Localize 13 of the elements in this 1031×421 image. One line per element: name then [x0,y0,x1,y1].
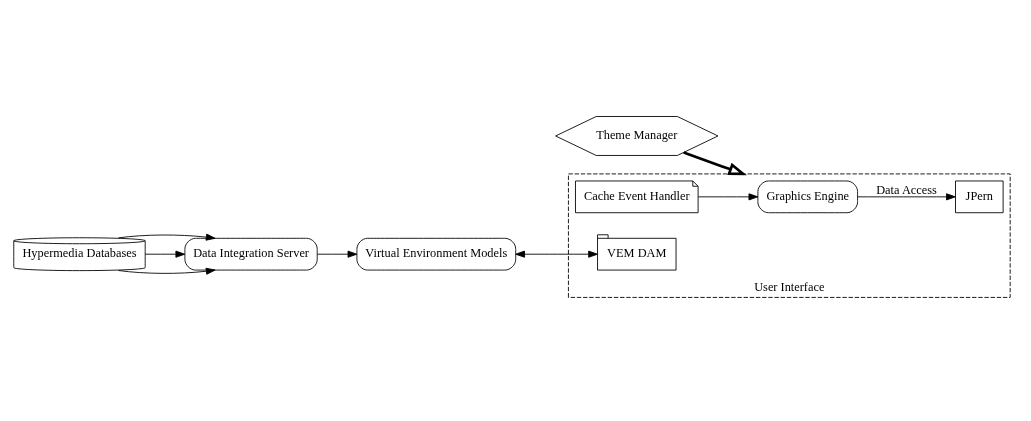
arrow [857,193,956,201]
arrow [144,250,186,258]
arrow [118,233,216,241]
node-box: Virtual Environment Models [356,237,517,271]
node-box: Data Integration Server [184,237,318,271]
node-box: JPern [955,180,1004,214]
arrow [316,250,358,258]
edge-label: Data Access [876,182,937,197]
arrow [515,250,598,258]
arrow [118,267,216,275]
arrow [683,151,747,176]
arrow [697,193,759,201]
node-box: Graphics Engine [757,180,858,214]
